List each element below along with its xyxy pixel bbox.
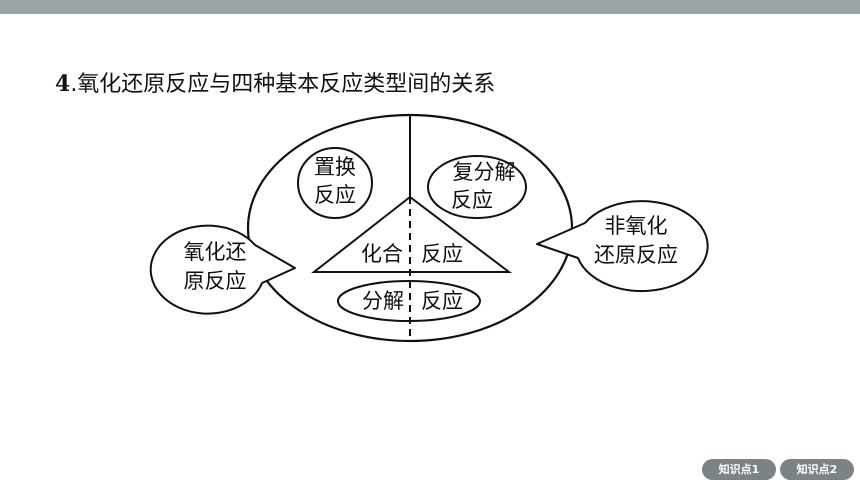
combination-triangle <box>311 195 512 273</box>
redox-label-1: 氧化还 <box>184 240 247 264</box>
top-bar <box>0 0 860 14</box>
page-title: 4.氧化还原反应与四种基本反应类型间的关系 <box>55 66 495 98</box>
title-text: .氧化还原反应与四种基本反应类型间的关系 <box>70 72 496 97</box>
combination-label-right: 反应 <box>421 242 463 266</box>
non-redox-label-2: 还原反应 <box>594 243 678 267</box>
redox-label-2: 原反应 <box>184 269 247 293</box>
double-decomposition-ellipse <box>427 155 527 219</box>
displacement-label-2: 反应 <box>314 183 356 207</box>
displacement-circle <box>297 147 373 219</box>
displacement-label-1: 置换 <box>314 155 356 179</box>
decomposition-label-left: 分解 <box>362 289 404 313</box>
decomposition-label-right: 反应 <box>421 289 463 313</box>
knowledge-point-2-button[interactable]: 知识点2 <box>780 459 854 480</box>
combination-label-left: 化合 <box>361 242 403 266</box>
double-decomposition-label-2: 反应 <box>451 188 493 212</box>
double-decomposition-label-1: 复分解 <box>453 160 516 184</box>
title-number: 4 <box>55 71 71 97</box>
non-redox-bubble <box>536 200 709 293</box>
redox-bubble <box>149 224 296 315</box>
knowledge-point-1-button[interactable]: 知识点1 <box>702 459 776 480</box>
non-redox-label-1: 非氧化 <box>605 214 668 238</box>
decomposition-ellipse <box>337 280 481 322</box>
